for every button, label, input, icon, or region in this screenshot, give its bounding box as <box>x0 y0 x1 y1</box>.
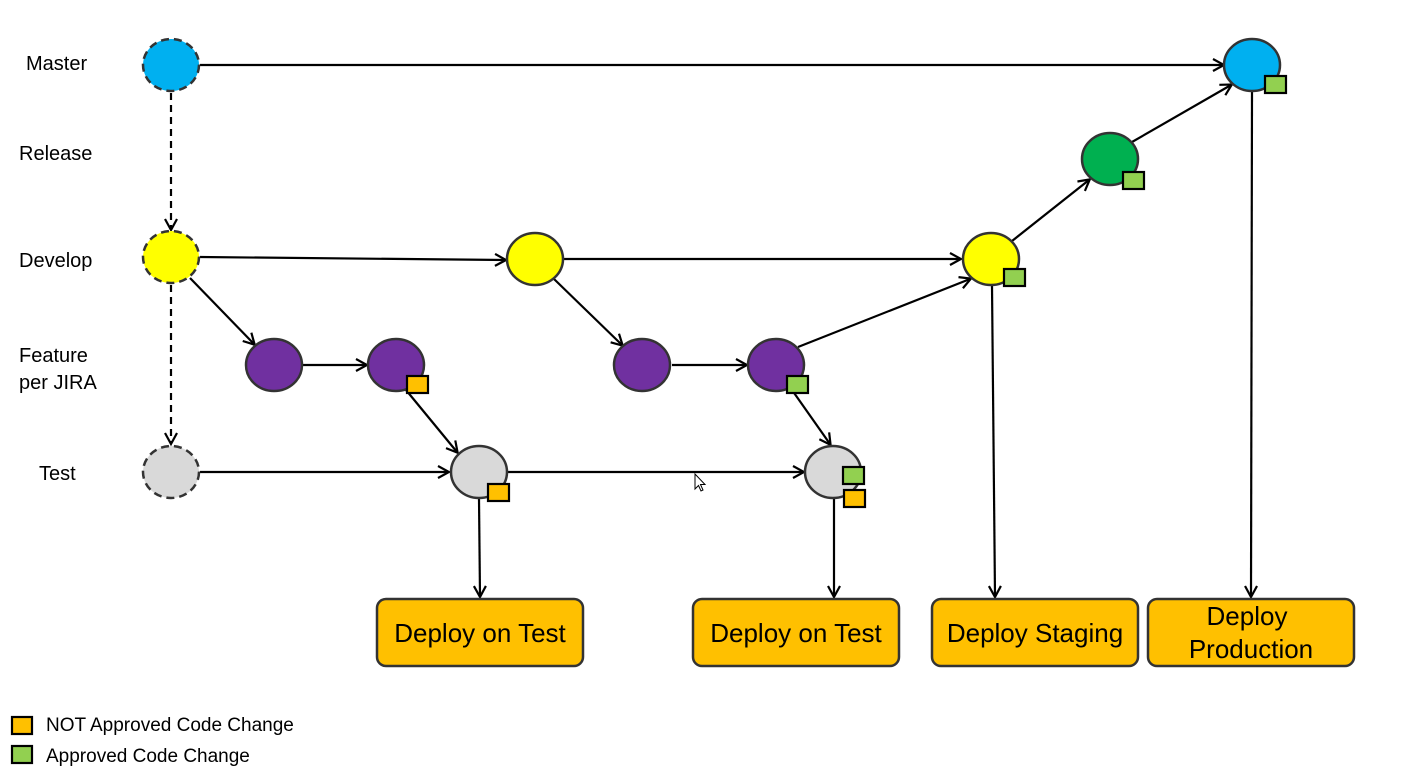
commit-node-master-1 <box>141 37 201 93</box>
commit-node-develop-2 <box>505 231 565 287</box>
edge-test-2-to-deploy-test-1 <box>479 498 480 596</box>
deploy-staging-box <box>930 597 1140 668</box>
deploy-production-label-line1: Deploy <box>1207 601 1288 631</box>
edge-feature-2-to-test-2 <box>405 389 457 452</box>
legend: NOT Approved Code Change Approved Code C… <box>10 715 294 767</box>
deploy-on-test-label-2: Deploy on Test <box>710 618 882 648</box>
commit-node-test-1 <box>141 444 201 500</box>
deploy-staging-label: Deploy Staging <box>947 618 1123 648</box>
edge-feature-4-to-test-3 <box>791 389 830 444</box>
legend-swatch-approved <box>10 744 34 765</box>
edge-develop-3-to-release <box>1011 180 1089 242</box>
lane-label-master: Master <box>26 53 87 75</box>
edge-master-to-deploy-production <box>1251 91 1252 596</box>
approved-badge-release-1 <box>1121 170 1146 191</box>
commit-node-feature-1 <box>244 337 304 393</box>
edge-feature-4-to-develop-3 <box>797 279 970 349</box>
lane-label-feature-line2: per JIRA <box>19 372 97 394</box>
edge-develop-3-to-deploy-staging <box>992 285 995 596</box>
deploy-production-label-line2: Production <box>1189 634 1313 664</box>
deploy-on-test-box-1 <box>375 597 585 668</box>
edges <box>171 65 1252 596</box>
lane-label-develop: Develop <box>19 250 92 272</box>
approved-badge-feature-4 <box>785 374 810 395</box>
lane-label-feature-line1: Feature <box>19 345 88 367</box>
approved-badge-develop-3 <box>1002 267 1027 288</box>
mouse-cursor-icon <box>694 472 707 492</box>
deploy-on-test-box-2 <box>691 597 901 668</box>
edge-release-to-master <box>1131 85 1231 143</box>
commit-node-develop-1 <box>141 229 201 285</box>
legend-swatch-not-approved <box>10 715 34 736</box>
deploy-production-box <box>1146 597 1356 668</box>
approved-badge-test-3 <box>841 465 866 486</box>
deploy-boxes: Deploy on Test Deploy on Test Deploy Sta… <box>375 597 1356 668</box>
legend-label-approved: Approved Code Change <box>46 746 250 767</box>
edge-develop-1-to-feature-1 <box>189 277 254 344</box>
not-approved-badge-feature-2 <box>405 374 430 395</box>
nodes <box>141 37 1282 500</box>
badges <box>405 74 1288 509</box>
edge-develop-1-to-develop-2 <box>199 257 505 260</box>
edge-develop-2-to-feature-3 <box>553 278 622 345</box>
lane-label-release: Release <box>19 143 92 165</box>
approved-badge-master-2 <box>1263 74 1288 95</box>
not-approved-badge-test-3 <box>842 488 867 509</box>
commit-node-feature-3 <box>612 337 672 393</box>
not-approved-badge-test-2 <box>486 482 511 503</box>
lane-label-test: Test <box>39 463 76 485</box>
legend-label-not-approved: NOT Approved Code Change <box>46 715 294 736</box>
deploy-on-test-label-1: Deploy on Test <box>394 618 566 648</box>
